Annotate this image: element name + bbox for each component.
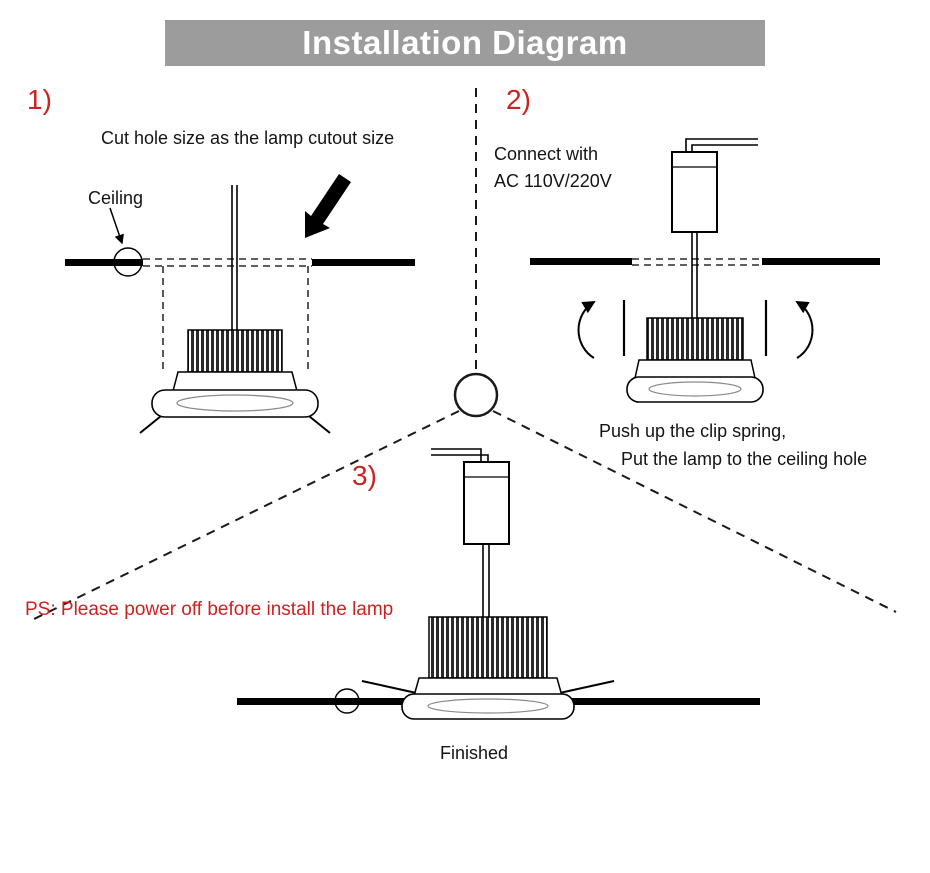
spring-clips: [361, 680, 615, 695]
clip-spring-arrow-right-icon: [795, 301, 814, 359]
lamp-wire: [482, 544, 490, 617]
clip-spring-arrow-left-icon: [577, 301, 596, 359]
junction-circle: [453, 372, 499, 418]
connect-label-line1: Connect with: [494, 144, 599, 164]
cutout-dashed-lines: [143, 258, 312, 372]
ceiling-label: Ceiling: [88, 188, 144, 208]
step2-instruction-line1: Push up the clip spring,: [599, 421, 787, 441]
step1-instruction: Cut hole size as the lamp cutout size: [101, 128, 395, 148]
clip-springs: [622, 300, 768, 356]
power-wire: [431, 448, 489, 462]
step2-figure: [530, 138, 880, 403]
step1-figure: [65, 174, 415, 434]
step3-number: 3): [352, 460, 377, 491]
lamp-wire: [691, 232, 698, 318]
ceiling-line: [237, 698, 760, 705]
lamp-heatsink: [428, 616, 548, 679]
step1-number: 1): [27, 84, 52, 115]
lamp-lens: [427, 698, 549, 714]
lamp-wire: [231, 185, 238, 330]
hole-dashed-lines: [632, 258, 762, 266]
cut-arrow-icon: [305, 174, 351, 238]
title-banner: Installation Diagram: [165, 20, 765, 66]
ceiling-line: [530, 258, 880, 265]
page-title: Installation Diagram: [302, 24, 628, 61]
ceiling-pointer-icon: [109, 207, 124, 245]
step3-figure: [237, 448, 760, 720]
ceiling-hole-circle: [334, 688, 360, 714]
step2-instruction-line2: Put the lamp to the ceiling hole: [621, 449, 868, 469]
ceiling-line: [65, 259, 415, 266]
driver-box: [671, 151, 718, 233]
hole-edge-circle: [113, 247, 143, 277]
finished-label: Finished: [440, 743, 509, 763]
step2-number: 2): [506, 84, 531, 115]
connect-label-line2: AC 110V/220V: [494, 171, 612, 191]
lamp-lens: [176, 394, 294, 412]
lamp-trim: [401, 693, 575, 720]
lamp-trim: [151, 389, 319, 418]
driver-box: [463, 461, 510, 545]
ps-note: PS: Please power off before install the …: [25, 599, 394, 620]
lamp-trim: [626, 376, 764, 403]
lamp-body: [634, 359, 756, 379]
divider-lines: [29, 88, 897, 622]
lamp-body: [172, 371, 298, 392]
lamp-heatsink: [646, 317, 744, 361]
lamp-heatsink: [187, 329, 283, 373]
power-wire: [685, 138, 758, 152]
lamp-lens: [648, 381, 742, 397]
